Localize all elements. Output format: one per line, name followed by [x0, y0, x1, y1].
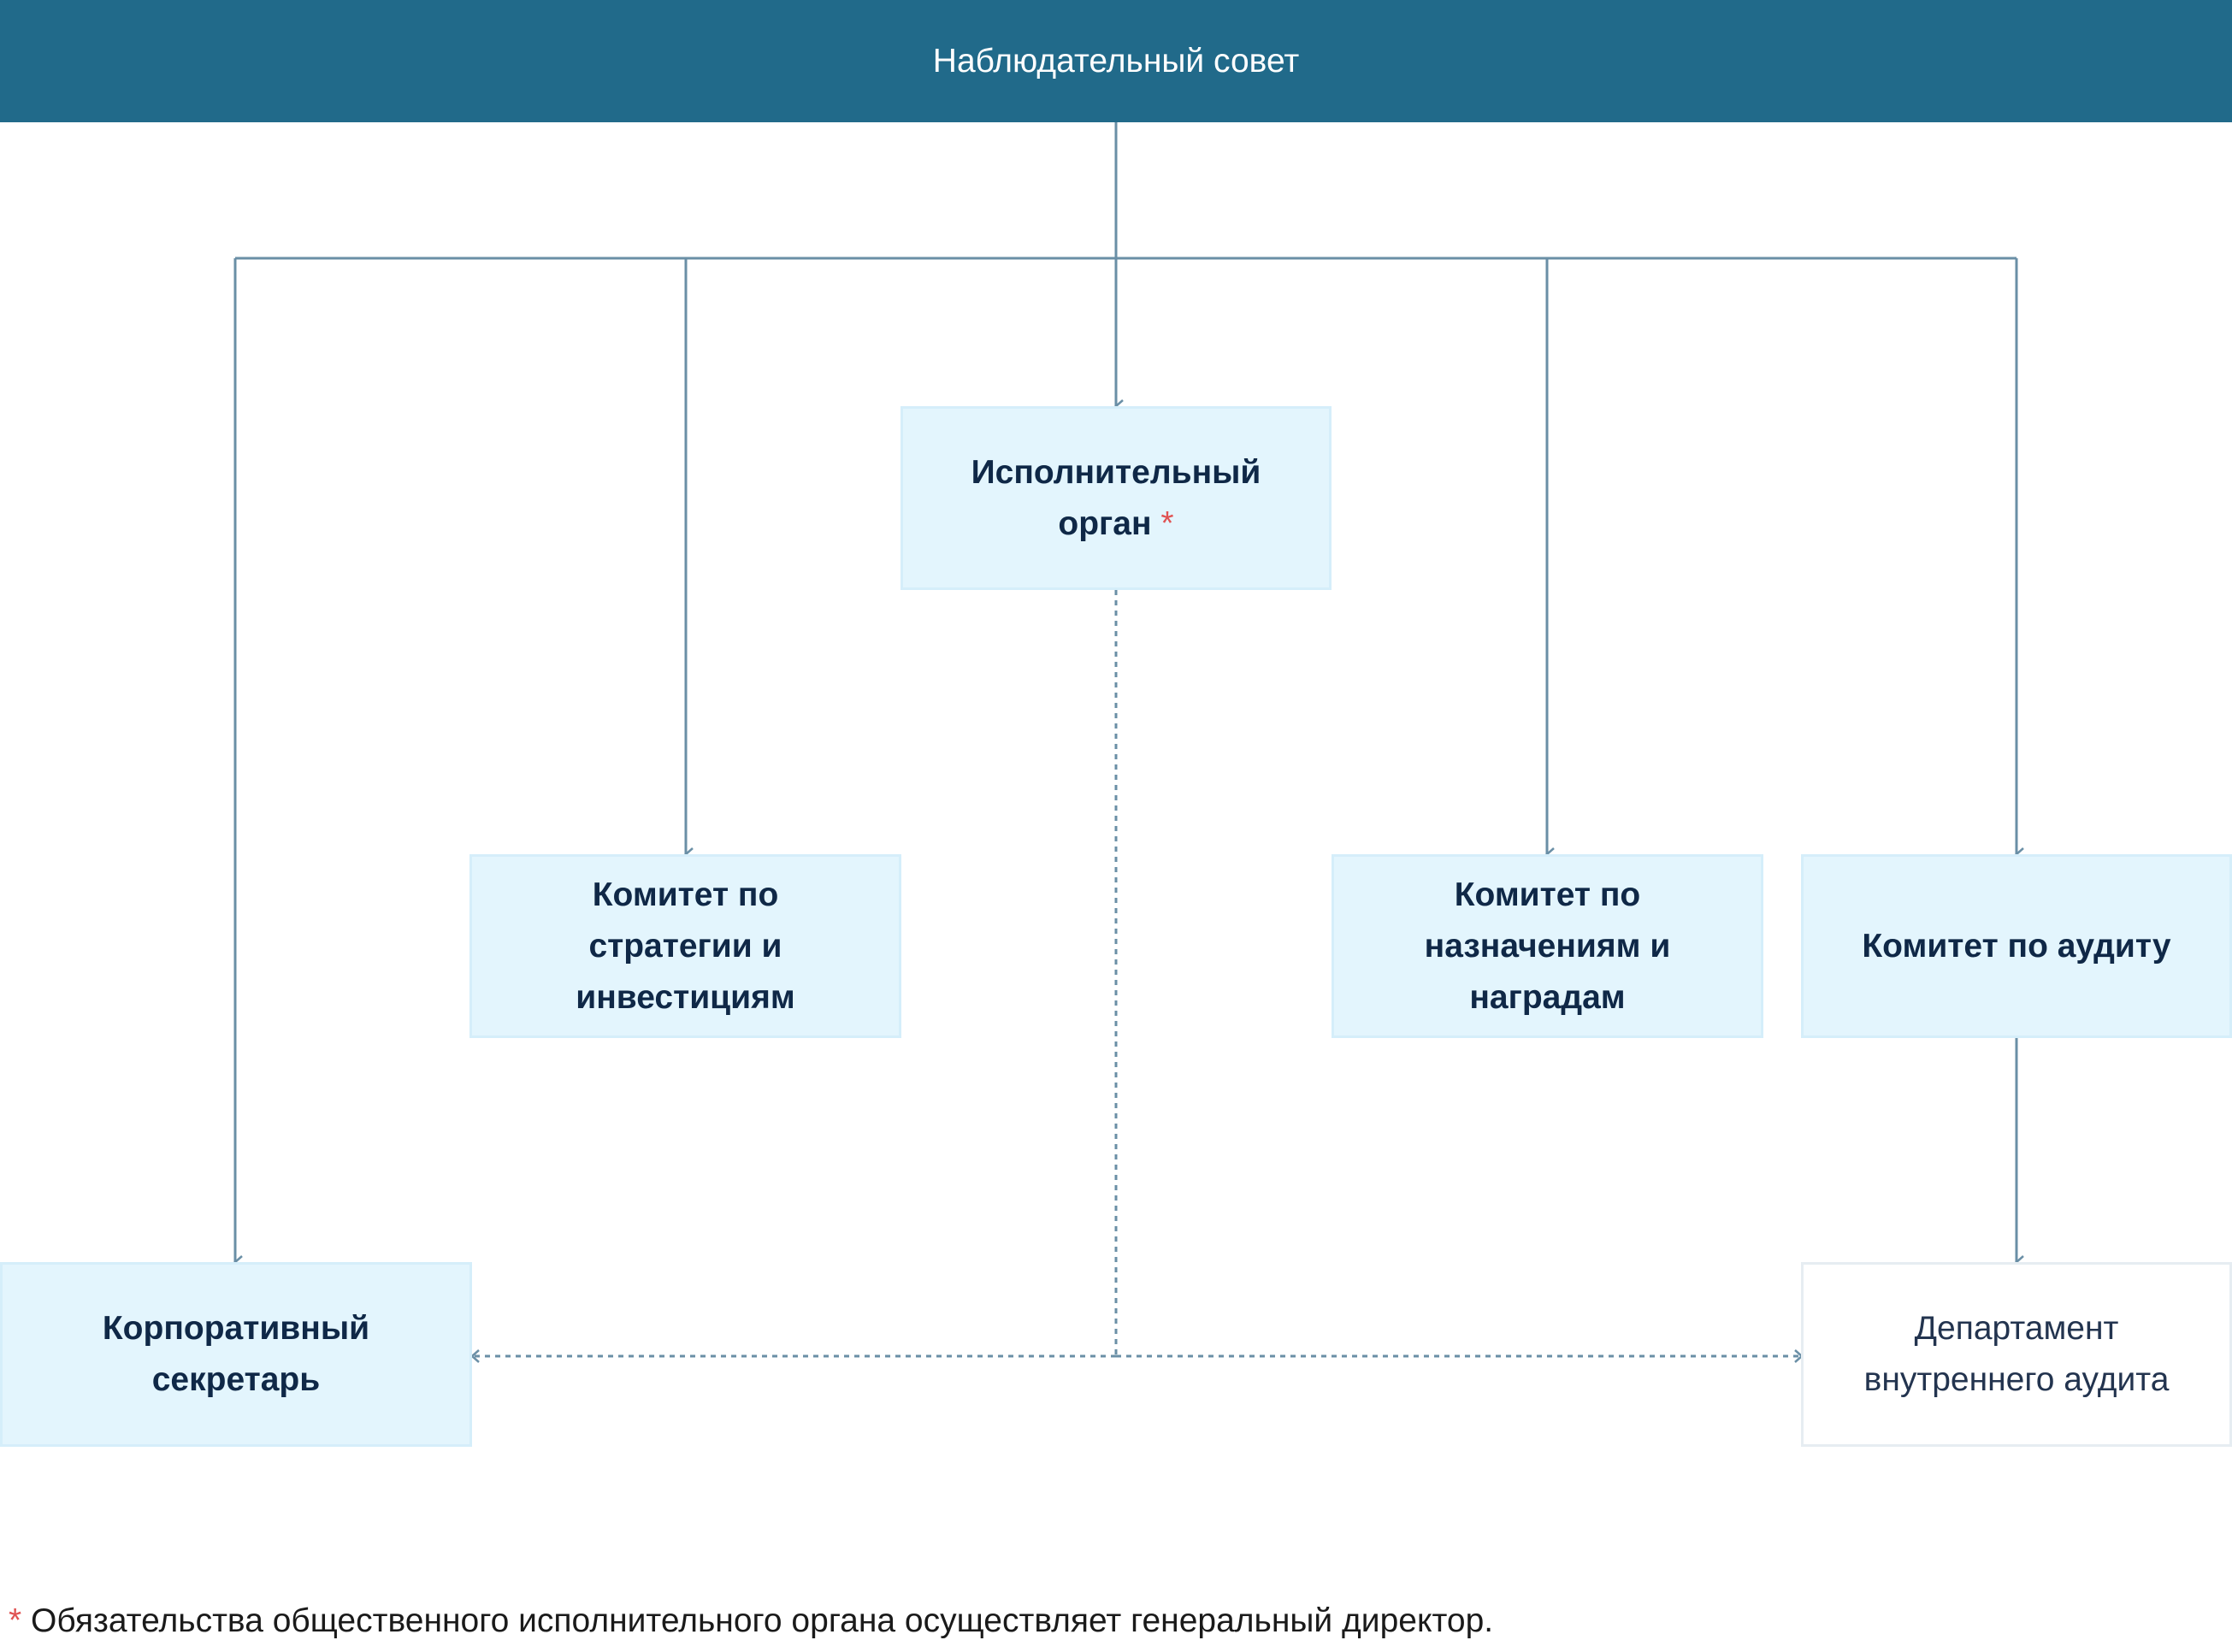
internal-audit-line2: внутреннего аудита — [1863, 1361, 2170, 1398]
audit-committee-box: Комитет по аудиту — [1801, 854, 2232, 1038]
executive-body-line1: Исполнительный — [971, 453, 1261, 491]
footnote-asterisk: * — [9, 1602, 22, 1639]
executive-body-line2: орган * — [1058, 504, 1174, 542]
executive-body-box: Исполнительный орган * — [900, 406, 1332, 590]
footnote: * Обязательства общественного исполнител… — [9, 1602, 1493, 1640]
nominations-committee-line3: наградам — [1469, 978, 1626, 1016]
strategy-committee-line3: инвестициям — [576, 978, 795, 1016]
executive-asterisk: * — [1160, 504, 1174, 542]
strategy-committee-line2: стратегии и — [588, 927, 782, 965]
nominations-committee-line2: назначениям и — [1424, 927, 1671, 965]
internal-audit-line1: Департамент — [1914, 1310, 2119, 1347]
internal-audit-box: Департамент внутреннего аудита — [1801, 1262, 2232, 1447]
footnote-text: Обязательства общественного исполнительн… — [31, 1602, 1494, 1639]
nominations-committee-line1: Комитет по — [1454, 876, 1641, 913]
corporate-secretary-line2: секретарь — [151, 1361, 321, 1398]
strategy-committee-line1: Комитет по — [592, 876, 779, 913]
nominations-committee-box: Комитет по назначениям и наградам — [1332, 854, 1763, 1038]
supervisory-board-title: Наблюдательный совет — [932, 42, 1300, 80]
audit-committee-line1: Комитет по аудиту — [1862, 927, 2171, 965]
corporate-secretary-line1: Корпоративный — [102, 1310, 370, 1347]
supervisory-board-header: Наблюдательный совет — [0, 0, 2232, 122]
corporate-secretary-box: Корпоративный секретарь — [0, 1262, 472, 1447]
strategy-committee-box: Комитет по стратегии и инвестициям — [469, 854, 901, 1038]
